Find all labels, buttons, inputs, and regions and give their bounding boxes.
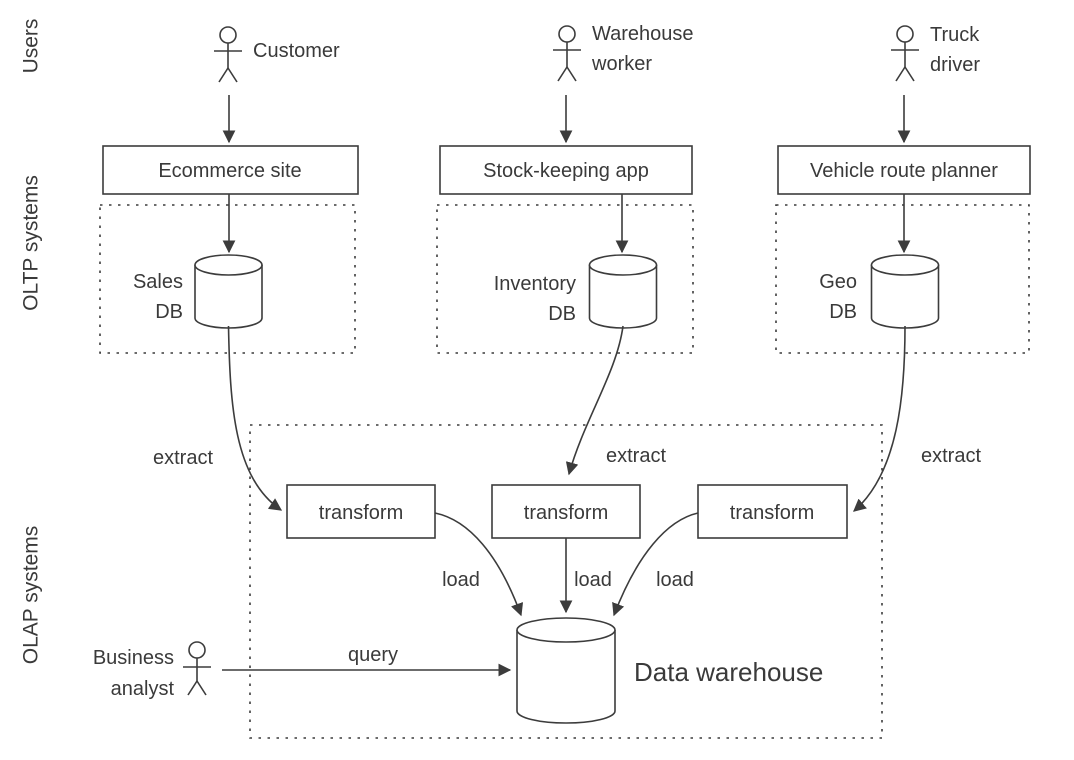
query-label: query [348, 644, 398, 666]
sales-db-cylinder [194, 254, 263, 329]
data-warehouse-label: Data warehouse [634, 657, 823, 687]
edge-extract-inventory-to-transform2 [565, 325, 624, 476]
customer-actor-icon [214, 26, 242, 83]
geo-db-cylinder [870, 254, 940, 329]
load-label-3: load [656, 569, 694, 591]
section-label-oltp-systems: OLTP systems [20, 175, 43, 311]
box-transform-2 [491, 484, 641, 539]
truck-driver-label-line1: Truck [930, 24, 980, 46]
extract-label-1: extract [153, 447, 213, 469]
warehouse-worker-label-line1: Warehouse [592, 23, 694, 45]
section-label-olap-systems: OLAP systems [20, 526, 43, 665]
olap-boundary [249, 424, 883, 739]
inventory-db-cylinder [588, 254, 658, 329]
box-vehicle-route-planner [777, 145, 1031, 195]
customer-label: Customer [253, 40, 340, 62]
load-label-2: load [574, 569, 612, 591]
box-stock-keeping-app [439, 145, 693, 195]
edge-extract-sales-to-transform1 [227, 325, 283, 511]
stock-keeping-app-label: Stock-keeping app [483, 160, 649, 182]
sales-db-label-line2: DB [155, 301, 183, 323]
warehouse-worker-label-line2: worker [591, 53, 652, 75]
oltp-boundary-inventory [436, 204, 694, 354]
oltp-boundary-sales [99, 204, 356, 354]
box-transform-3 [697, 484, 848, 539]
geo-db-label-line1: Geo [819, 271, 857, 293]
edge-load-transform1-to-warehouse [434, 512, 524, 617]
load-label-1: load [442, 569, 480, 591]
transform-label-3: transform [730, 502, 814, 524]
warehouse-worker-actor-icon [553, 25, 581, 82]
box-ecommerce-site [102, 145, 359, 195]
section-label-users: Users [20, 19, 43, 74]
business-analyst-label-line1: Business [93, 647, 174, 669]
inventory-db-label-line2: DB [548, 303, 576, 325]
truck-driver-label-line2: driver [930, 54, 980, 76]
vehicle-route-planner-label: Vehicle route planner [810, 160, 998, 182]
transform-label-1: transform [319, 502, 403, 524]
box-transform-1 [286, 484, 436, 539]
edge-load-transform3-to-warehouse [612, 512, 699, 617]
oltp-boundary-geo [775, 204, 1030, 354]
extract-label-2: extract [606, 445, 666, 467]
inventory-db-label-line1: Inventory [494, 273, 576, 295]
extract-label-3: extract [921, 445, 981, 467]
data-warehouse-cylinder [516, 617, 616, 724]
sales-db-label-line1: Sales [133, 271, 183, 293]
edge-extract-geo-to-transform3 [853, 325, 906, 512]
business-analyst-label-line2: analyst [111, 678, 175, 700]
business-analyst-actor-icon [183, 641, 211, 696]
geo-db-label-line2: DB [829, 301, 857, 323]
transform-label-2: transform [524, 502, 608, 524]
ecommerce-site-label: Ecommerce site [158, 160, 301, 182]
truck-driver-actor-icon [891, 25, 919, 82]
